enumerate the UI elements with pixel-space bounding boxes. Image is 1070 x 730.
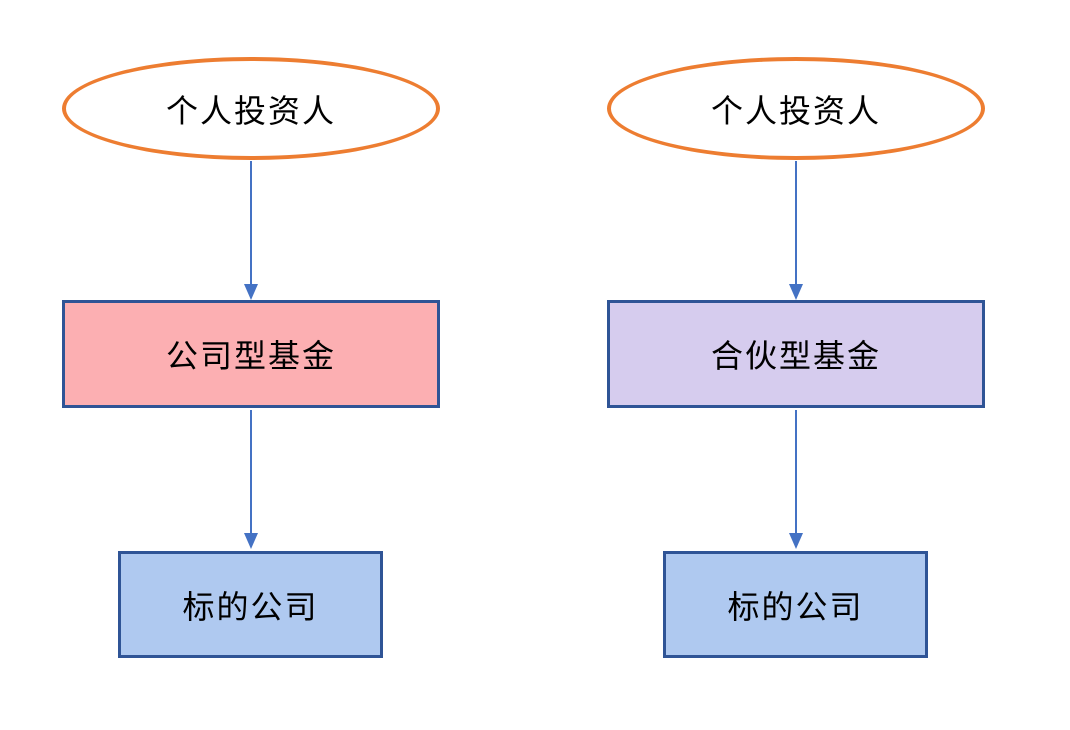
arrow-investor-to-fund-right bbox=[789, 161, 803, 300]
target-company-label-left: 标的公司 bbox=[182, 587, 319, 626]
arrow-fund-to-target-left bbox=[244, 410, 258, 549]
fund-label-partnership: 合伙型基金 bbox=[710, 337, 881, 375]
fund-rect-partnership: 合伙型基金 bbox=[607, 300, 985, 408]
investor-label-right: 个人投资人 bbox=[710, 91, 881, 130]
target-company-rect-left: 标的公司 bbox=[118, 551, 383, 658]
investor-ellipse-right: 个人投资人 bbox=[607, 57, 985, 160]
fund-rect-corporate: 公司型基金 bbox=[62, 300, 440, 408]
target-company-label-right: 标的公司 bbox=[727, 587, 864, 626]
target-company-rect-right: 标的公司 bbox=[663, 551, 928, 658]
arrow-investor-to-fund-left bbox=[244, 161, 258, 300]
arrow-fund-to-target-right bbox=[789, 410, 803, 549]
investor-ellipse-left: 个人投资人 bbox=[62, 57, 440, 160]
fund-label-corporate: 公司型基金 bbox=[165, 337, 336, 375]
investor-label-left: 个人投资人 bbox=[165, 91, 336, 130]
